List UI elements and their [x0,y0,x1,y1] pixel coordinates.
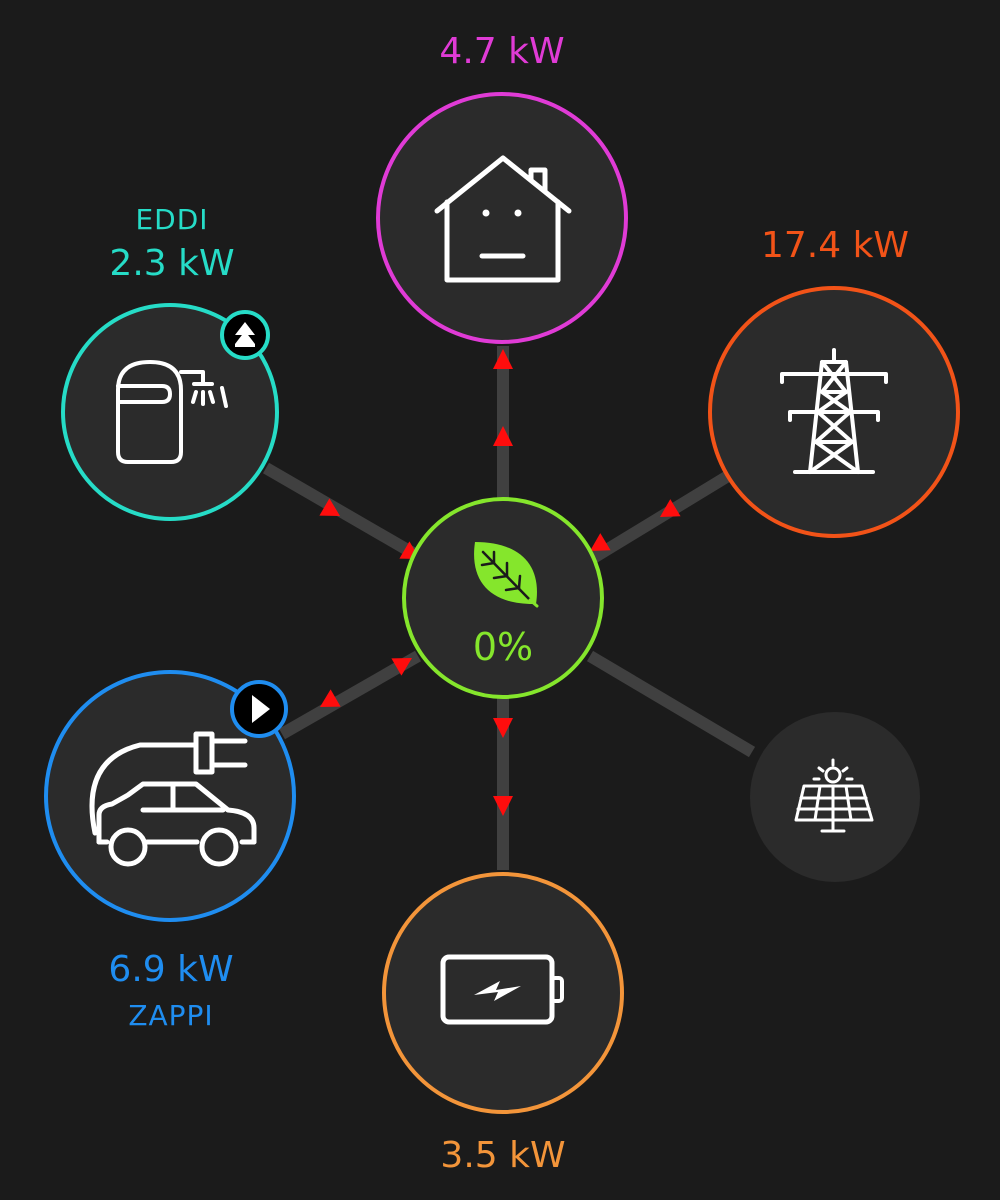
flow-arrow-house-2 [493,426,513,446]
flow-arrow-grid-2 [590,533,611,551]
house-node[interactable] [376,92,628,344]
battery-power-label: 3.5 kW [440,1135,566,1176]
zappi-power-label: 6.9 kW [108,949,234,990]
zappi-node[interactable] [44,670,296,922]
connector-eddi [262,462,422,562]
grid-node[interactable] [708,286,960,538]
connector-solar [586,650,756,758]
battery-icon [440,954,564,1025]
flow-arrow-battery-2 [493,796,513,816]
flow-arrow-battery-1 [493,718,513,738]
grid-power-label: 17.4 kW [760,225,910,266]
house-icon [434,155,572,283]
flow-arrow-zappi-1 [391,658,412,676]
water-heater-icon [116,360,228,464]
flow-arrow-zappi-2 [320,689,341,707]
ev-charger-car-icon [89,731,257,867]
boost-icon [235,322,255,347]
solar-panel-icon [794,758,874,833]
connector-grid [586,470,732,566]
pylon-icon [780,348,888,474]
battery-node[interactable] [382,872,624,1114]
connector-zappi [279,650,421,740]
solar-node[interactable] [750,712,920,882]
green-percent-label: 0% [472,625,534,669]
hub-node[interactable] [402,497,604,699]
flow-arrow-grid-1 [660,499,681,517]
eddi-power-label: 2.3 kW [109,243,235,284]
play-badge[interactable] [230,680,288,738]
house-power-label: 4.7 kW [439,31,565,72]
leaf-icon [474,542,539,608]
eddi-node[interactable] [61,303,279,521]
boost-badge[interactable] [220,310,270,360]
flow-arrow-eddi-1 [319,498,340,516]
zappi-name-label: ZAPPI [128,999,214,1032]
flow-arrow-house-1 [493,349,513,369]
eddi-name-label: EDDI [135,203,209,236]
play-icon [252,695,270,723]
